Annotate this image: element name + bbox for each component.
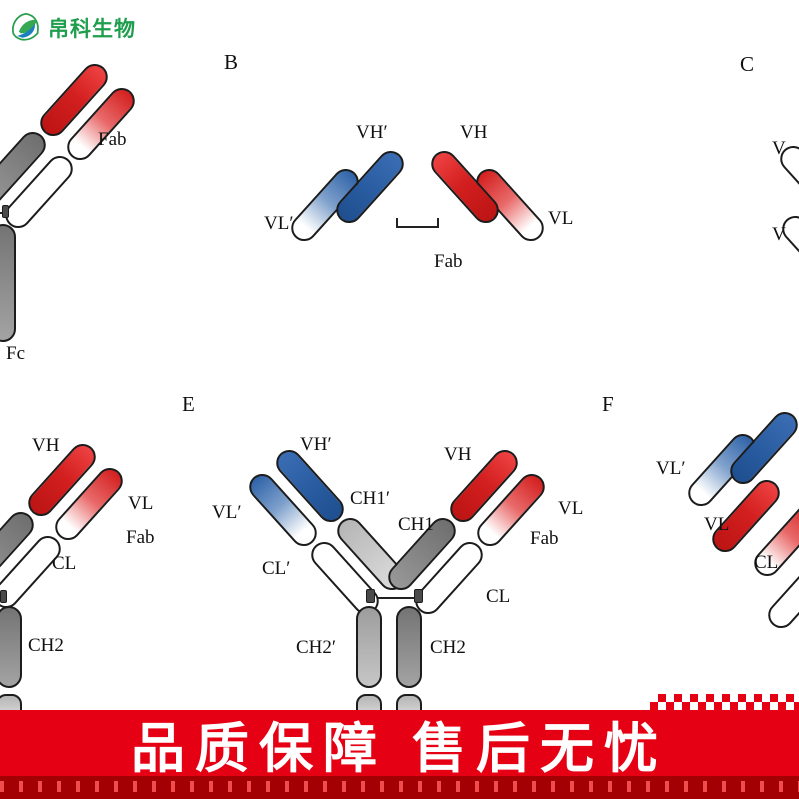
logo: 帛科生物: [10, 12, 136, 44]
panel-e-letter: E: [182, 392, 195, 416]
panel-d-vh-label: VH: [32, 435, 60, 456]
panel-c-v2-label: V: [772, 224, 786, 245]
panel-c-letter: C: [740, 52, 755, 76]
panel-b-vh-label: VH: [460, 122, 488, 143]
panel-b-fab-label: Fab: [434, 251, 463, 272]
panel-d-hinge-disulfide-mark: [0, 590, 7, 603]
panel-e-ch2-prime-label: CH2′: [296, 637, 337, 658]
panel-b-vh-prime-label: VH′: [356, 122, 388, 143]
panel-e-vl-label: VL: [558, 498, 584, 519]
panel-b-vl-label: VL: [548, 208, 574, 229]
checker-pattern: [650, 694, 799, 710]
panel-e-cl-label: CL: [486, 586, 511, 607]
panel-a-fc-domain-pill: [0, 224, 16, 342]
panel-d-vl-label: VL: [128, 493, 154, 514]
panel-d-ch2-label: CH2: [28, 635, 64, 656]
panel-e-vh-label: VH: [444, 444, 472, 465]
panel-e-hinge-disulfide-mark-left: [366, 589, 375, 603]
promo-banner: 品质保障 售后无忧: [0, 710, 799, 779]
panel-e-hinge-disulfide-mark-right: [414, 589, 423, 603]
banner-headline: 品质保障 售后无忧: [130, 718, 668, 779]
panel-a-hinge-disulfide-mark: [2, 205, 9, 218]
logo-icon: [12, 12, 39, 41]
panel-b-linker-bracket: [396, 218, 439, 228]
logo-text: 帛科生物: [48, 18, 136, 41]
panel-e-ch2-domain-pill: [396, 606, 422, 688]
panel-e-ch1-prime-label: CH1′: [350, 488, 391, 509]
panel-f-cl-label: CL: [754, 552, 779, 573]
dash-pattern: [0, 781, 799, 792]
panel-c-v1-label: V: [772, 138, 786, 159]
panel-a-fc-label: Fc: [6, 343, 25, 364]
panel-e-cl-prime-label: CL′: [262, 558, 291, 579]
panel-f-vl-label: VL: [704, 514, 730, 535]
panel-f-letter: F: [602, 392, 614, 416]
panel-e-ch1-label: CH1: [398, 514, 434, 535]
panel-e-fab-label: Fab: [530, 528, 559, 549]
panel-f-vl-prime-label: VL′: [656, 458, 686, 479]
bottom-strip: [0, 776, 799, 799]
panel-e-vh-prime-label: VH′: [300, 434, 332, 455]
panel-d-fab-label: Fab: [126, 527, 155, 548]
panel-d-cl-label: CL: [52, 553, 77, 574]
panel-d-ch2-domain-pill: [0, 606, 22, 688]
panel-e-vl-prime-label: VL′: [212, 502, 242, 523]
panel-b-vl-prime-label: VL′: [264, 213, 294, 234]
panel-b-letter: B: [224, 50, 239, 74]
panel-a-fab-label: Fab: [98, 129, 127, 150]
panel-e-ch2-prime-domain-pill: [356, 606, 382, 688]
panel-e-ch2-label: CH2: [430, 637, 466, 658]
